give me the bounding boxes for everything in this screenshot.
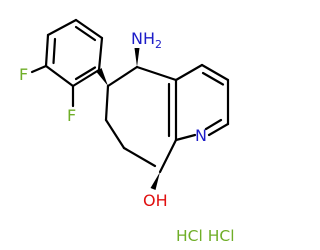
stereo-wedge-hydroxyl: [150, 172, 160, 190]
structure-canvas: NH2 F F N OH HCl HCl: [19, 18, 235, 245]
bond-c2-n1-inner: [204, 118, 223, 131]
bond-aryl-c6-c1-inner: [74, 66, 97, 81]
amine-text: NH: [131, 29, 155, 48]
amine-label: NH2: [131, 29, 162, 51]
bond-aryl-fluoro-1: [30, 64, 48, 74]
bond-c8-c9: [122, 146, 157, 168]
bond-aryl-c2-c3: [74, 18, 104, 40]
bond-aryl-c6-c1: [71, 68, 101, 88]
bond-c5-c6: [106, 65, 139, 88]
stereo-wedge-aryl: [96, 68, 108, 86]
bond-n1-c9a: [174, 133, 197, 142]
bond-c4-c3-inner: [201, 71, 225, 86]
pyridine-nitrogen-label: N: [195, 126, 207, 145]
molecule-diagram: NH2 F F N OH HCl HCl: [19, 18, 235, 245]
bond-c9-c9a: [158, 138, 178, 174]
bond-c2-n1: [207, 122, 230, 137]
bond-aryl-c3-c4: [46, 18, 78, 37]
hydroxyl-label: OH: [143, 191, 168, 210]
bond-aryl-c5-c6: [44, 64, 75, 88]
bond-c4a-c4: [174, 63, 204, 82]
bond-aryl-c2-c3-inner: [74, 25, 97, 42]
bond-aryl-c1-c2: [97, 36, 104, 72]
bond-c7-c8: [104, 118, 126, 150]
fluorine-label-2: F: [67, 106, 76, 125]
bond-c4a-c5: [135, 65, 178, 82]
bond-c4-c3: [200, 63, 230, 82]
bond-c6-c7: [104, 84, 110, 122]
bond-aryl-c4-c5: [44, 33, 50, 68]
bond-aryl-c4-c5-inner: [52, 37, 57, 65]
amine-subscript: 2: [155, 38, 162, 51]
stereo-wedge-amine: [134, 48, 140, 67]
fluorine-label-1: F: [19, 65, 28, 84]
hydrochloride-salt-label: HCl HCl: [176, 227, 235, 245]
